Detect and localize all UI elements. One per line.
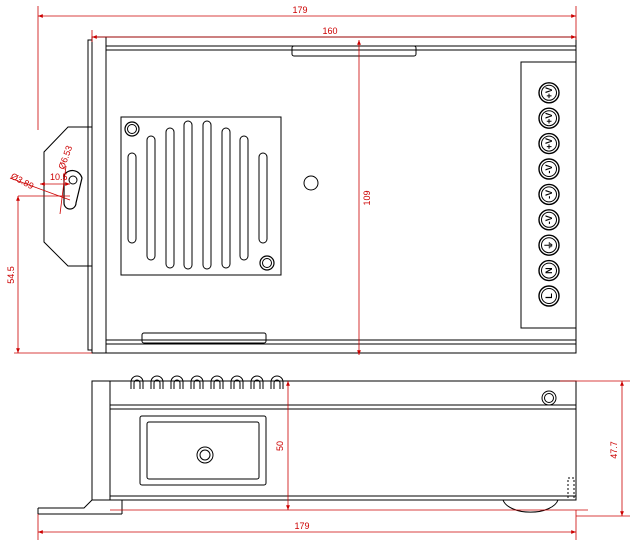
mounting-bracket [43,126,92,267]
terminal-label: -V [544,190,554,199]
terminal-label: +V [544,138,554,149]
terminal-label: +V [544,87,554,98]
dimensions [9,6,630,540]
terminal-label: -V [544,215,554,224]
fin-inner [233,379,241,389]
dim-hole-dia-left: Ø3.89 [9,171,35,191]
dim-top-overall-length: 179 [292,5,307,15]
dim-width: 109 [362,190,372,205]
terminal-7: +V [538,107,560,129]
dim-slot-spacing: 10.5 [50,172,68,182]
terminal-label: N [544,267,554,274]
terminal-list: L N ⏚ -V -V -V +V +V +V [538,82,560,307]
terminal-8: +V [538,82,560,104]
fin-inner [153,379,161,389]
side-body-outline [91,380,577,501]
dim-body-length: 160 [322,26,337,36]
fin [130,375,144,389]
fin [190,375,204,389]
top-tab [291,45,417,57]
terminal-label: -V [544,165,554,174]
fin-inner [213,379,221,389]
cooling-fins [130,375,284,389]
fin-inner [253,379,261,389]
terminal-5: -V [538,158,560,180]
terminal-label: L [544,293,554,299]
side-view [37,375,577,515]
fin [230,375,244,389]
fin [210,375,224,389]
dim-hole-dia-right: Ø6.53 [56,144,74,170]
terminal-3: -V [538,209,560,231]
fin [270,375,284,389]
dim-side-overall-length: 179 [294,521,309,531]
top-body-outline [91,36,577,354]
bottom-tab [141,332,267,344]
terminal-block [520,61,577,329]
fin [250,375,264,389]
top-view: L N ⏚ -V -V -V +V +V +V [43,36,577,354]
fin-inner [173,379,181,389]
terminal-label: +V [544,113,554,124]
terminal-2: ⏚ [538,234,560,256]
terminal-1: N [538,259,560,282]
terminal-0: L [538,285,560,307]
dim-side-height: 50 [275,441,285,451]
terminal-4: -V [538,183,560,206]
terminal-6: +V [538,132,560,155]
fin-inner [193,379,201,389]
vent-grille [120,116,282,276]
side-window [139,415,267,486]
fin-inner [133,379,141,389]
fin-inner [273,379,281,389]
dim-mount-offset: 54.5 [6,266,16,284]
dim-side-height-alt: 47.7 [609,441,619,459]
fin [170,375,184,389]
terminal-label: ⏚ [544,241,554,250]
screw-hole [303,175,319,191]
fin [150,375,164,389]
